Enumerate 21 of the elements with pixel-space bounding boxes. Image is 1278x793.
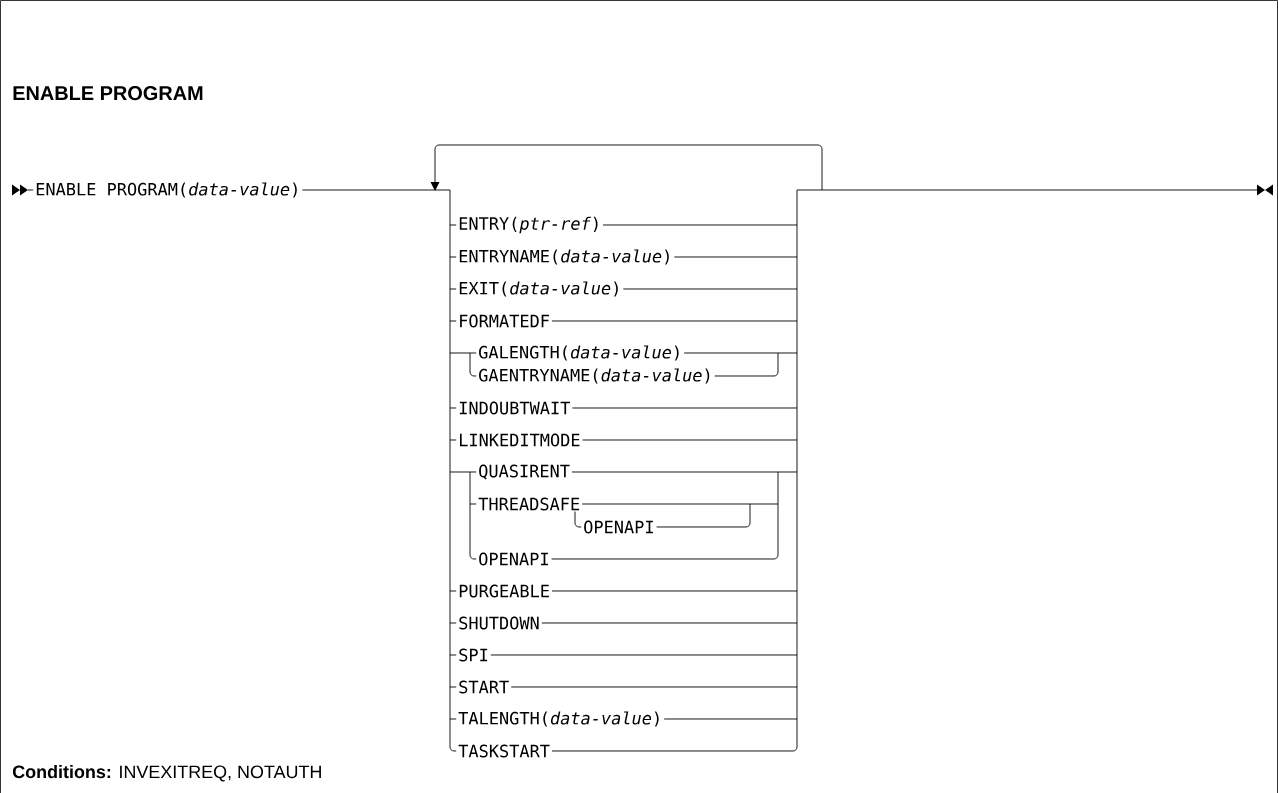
keyword: ENTRY(ptr-ref)	[456, 215, 604, 235]
title: ENABLE PROGRAM	[13, 86, 203, 101]
caption: Conditions: INVEXITREQ, NOTAUTH	[12, 765, 321, 782]
keyword: INDOUBTWAIT	[456, 400, 573, 416]
keyword: GAENTRYNAME(data-value)	[476, 367, 715, 385]
keyword: TASKSTART	[456, 743, 552, 759]
keyword: ENABLE PROGRAM(data-value)	[33, 181, 303, 199]
keyword: FORMATEDF	[456, 313, 552, 329]
keyword: START	[456, 679, 512, 695]
keyword: QUASIRENT	[476, 463, 572, 481]
keyword: SPI	[456, 647, 491, 663]
keyword: OPENAPI	[476, 551, 552, 567]
keyword: OPENAPI	[581, 519, 657, 535]
keyword: PURGEABLE	[456, 583, 552, 599]
keyword: SHUTDOWN	[456, 615, 542, 631]
keyword: EXIT(data-value)	[456, 280, 624, 298]
keyword: THREADSAFE	[476, 496, 583, 512]
keyword: ENTRYNAME(data-value)	[456, 248, 675, 266]
keyword: LINKEDITMODE	[456, 432, 583, 448]
keyword: GALENGTH(data-value)	[476, 344, 685, 362]
keyword: TALENGTH(data-value)	[456, 710, 665, 728]
